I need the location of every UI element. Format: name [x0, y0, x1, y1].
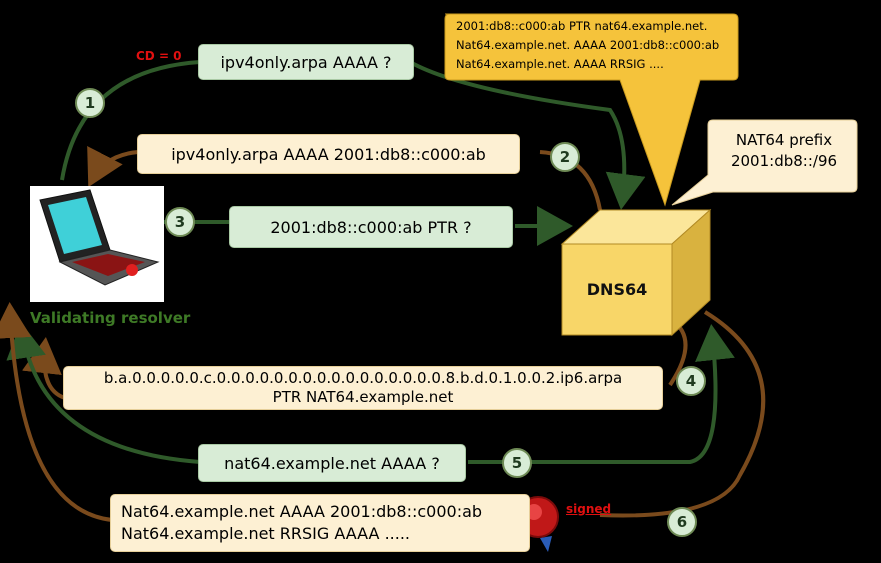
step-4-badge: 4 — [676, 366, 706, 396]
response-step6-box: Nat64.example.net AAAA 2001:db8::c000:ab… — [110, 494, 530, 552]
step-3-badge: 3 — [165, 207, 195, 237]
arrow-step5 — [6, 322, 735, 464]
dns-records-callout: 2001:db8::c000:ab PTR nat64.example.net.… — [456, 17, 736, 74]
response-step2-box: ipv4only.arpa AAAA 2001:db8::c000:ab — [137, 134, 520, 174]
arrow-step1 — [60, 60, 646, 210]
callout-record1: 2001:db8::c000:ab PTR nat64.example.net. — [456, 19, 708, 33]
response-step4-line2: PTR NAT64.example.net — [272, 388, 454, 406]
dns64-label: DNS64 — [586, 280, 648, 299]
callout-record2: Nat64.example.net. AAAA 2001:db8::c000:a… — [456, 38, 720, 52]
cd-flag-label: CD = 0 — [136, 49, 182, 63]
signed-label: signed — [566, 502, 612, 516]
nat64-prefix-title: NAT64 prefix — [735, 131, 833, 149]
query-step3-text: 2001:db8::c000:ab PTR ? — [270, 217, 472, 237]
callout-record3: Nat64.example.net. AAAA RRSIG .... — [456, 57, 664, 71]
laptop-icon — [30, 186, 164, 302]
nat64-prefix-callout: NAT64 prefix 2001:db8::/96 — [712, 130, 856, 172]
dns64-server-cube — [560, 208, 712, 337]
nat64-prefix-callout-shape — [671, 119, 858, 206]
response-step6-line1: Nat64.example.net AAAA 2001:db8::c000:ab — [121, 502, 483, 521]
response-step6-line2: Nat64.example.net RRSIG AAAA ..... — [121, 524, 411, 543]
arrow-step2 — [87, 145, 602, 211]
arrow-step6 — [0, 302, 766, 522]
dns-records-callout-shape — [444, 13, 739, 207]
response-step4-box: b.a.0.0.0.0.0.c.0.0.0.0.0.0.0.0.0.0.0.0.… — [63, 366, 663, 410]
step-2-badge: 2 — [550, 142, 580, 172]
step-1-badge: 1 — [75, 88, 105, 118]
step-6-badge: 6 — [667, 507, 697, 537]
response-step4-line1: b.a.0.0.0.0.0.c.0.0.0.0.0.0.0.0.0.0.0.0.… — [103, 369, 623, 387]
query-step1-box: ipv4only.arpa AAAA ? — [198, 44, 414, 80]
step-5-badge: 5 — [502, 448, 532, 478]
response-step2-text: ipv4only.arpa AAAA 2001:db8::c000:ab — [171, 144, 486, 164]
query-step5-text: nat64.example.net AAAA ? — [224, 453, 440, 473]
query-step5-box: nat64.example.net AAAA ? — [198, 444, 466, 482]
query-step1-text: ipv4only.arpa AAAA ? — [220, 52, 392, 72]
query-step3-box: 2001:db8::c000:ab PTR ? — [229, 206, 513, 248]
resolver-label: Validating resolver — [30, 309, 191, 327]
nat64-prefix-value: 2001:db8::/96 — [730, 152, 838, 170]
